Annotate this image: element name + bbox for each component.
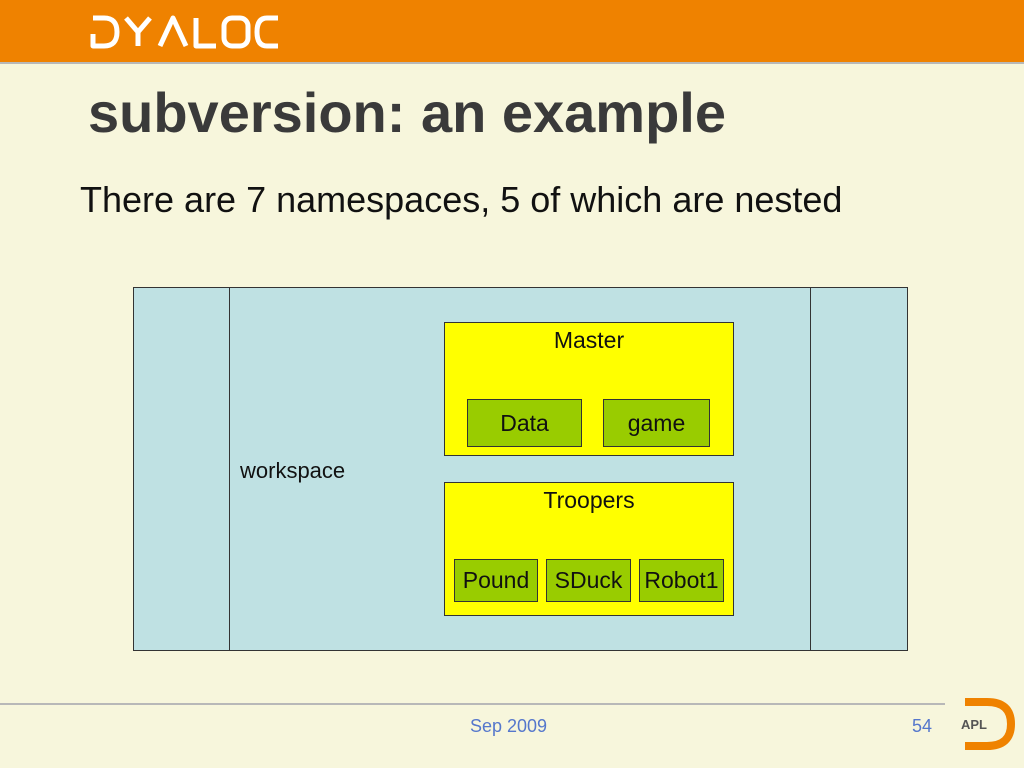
namespace-game: game xyxy=(603,399,710,447)
dyalog-logo xyxy=(90,15,278,49)
page-number: 54 xyxy=(912,716,933,736)
namespace-robot1: Robot1 xyxy=(639,559,724,602)
namespace-master-label: Master xyxy=(553,327,625,353)
workspace-right-panel xyxy=(810,287,908,651)
header-bar xyxy=(0,0,1024,64)
slide-subtitle: There are 7 namespaces, 5 of which are n… xyxy=(80,179,843,220)
namespace-troopers: Troopers Pound SDuck Robot1 xyxy=(444,482,734,616)
namespace-master: Master Data game xyxy=(444,322,734,456)
slide-title: subversion: an example xyxy=(88,81,727,144)
namespace-sduck: SDuck xyxy=(546,559,631,602)
namespace-pound: Pound xyxy=(454,559,538,602)
apl-logo-text: APL xyxy=(961,717,987,732)
namespace-troopers-label: Troopers xyxy=(543,487,635,513)
namespace-data: Data xyxy=(467,399,582,447)
footer-date: Sep 2009 xyxy=(470,716,548,736)
apl-logo: APL xyxy=(961,698,1016,750)
workspace-left-panel xyxy=(133,287,230,651)
footer-divider xyxy=(0,703,945,705)
workspace-label: workspace xyxy=(240,458,346,483)
